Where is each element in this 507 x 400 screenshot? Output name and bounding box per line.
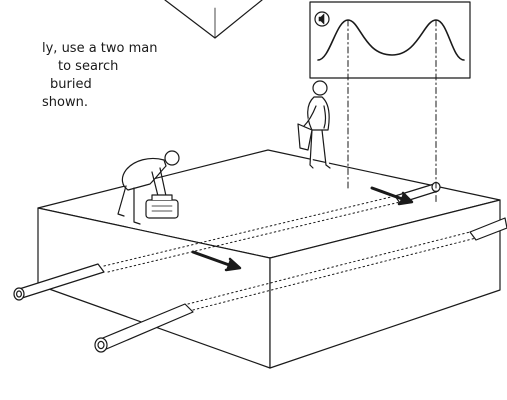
direction-arrow-back bbox=[370, 186, 414, 206]
direction-arrow-front bbox=[191, 250, 242, 272]
transmitter-case-icon bbox=[145, 194, 179, 219]
upright-operator-figure bbox=[297, 80, 331, 169]
speaker-icon bbox=[314, 11, 330, 27]
projection-lines bbox=[347, 19, 437, 205]
pipe-front bbox=[94, 303, 194, 353]
pipe-left-front bbox=[13, 263, 105, 301]
signal-display-panel bbox=[309, 1, 471, 79]
caption-line-2: to search bbox=[58, 59, 119, 74]
caption-line-1: ly, use a two man bbox=[42, 41, 158, 56]
partial-box-top bbox=[164, 0, 263, 39]
caption-line-4: shown. bbox=[42, 95, 88, 110]
receiver-unit-icon bbox=[297, 123, 313, 151]
buried-pipe-lines bbox=[103, 195, 477, 311]
caption-line-3: buried bbox=[50, 77, 92, 92]
crouching-operator-figure bbox=[117, 150, 180, 225]
pipe-right-front bbox=[469, 217, 507, 241]
instruction-caption: ly, use a two man to search buried shown… bbox=[0, 40, 165, 112]
ground-slab bbox=[37, 149, 501, 369]
